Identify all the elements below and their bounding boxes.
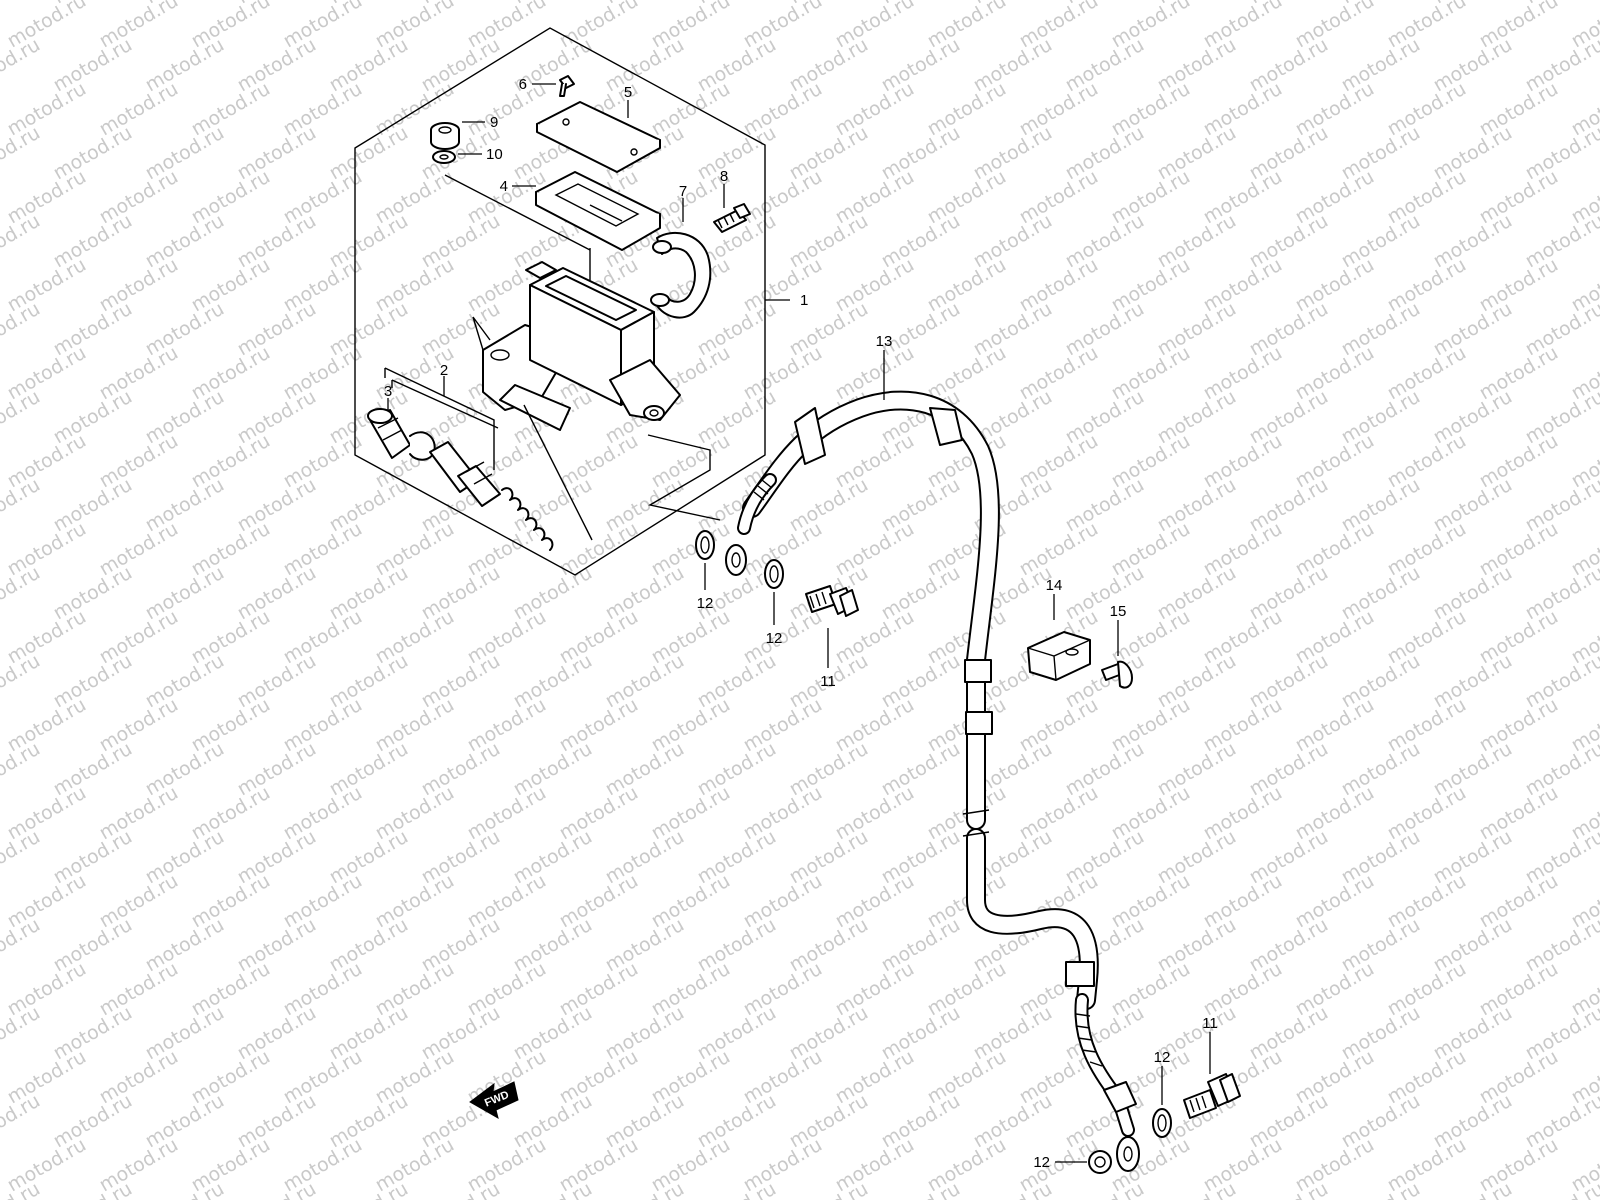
watermark-text: motod.ru	[878, 1178, 964, 1200]
callout-14: 14	[1046, 577, 1063, 594]
callout-10: 10	[486, 146, 503, 163]
watermark-text: motod.ru	[0, 738, 44, 801]
boot-part-3	[367, 408, 411, 459]
watermark-text: motod.ru	[0, 1002, 44, 1065]
callout-4: 4	[500, 178, 508, 195]
watermark-text: motod.ru	[326, 1178, 412, 1200]
watermark-text: motod.ru	[0, 650, 44, 713]
callout-15: 15	[1110, 603, 1127, 620]
watermark-text: motod.ru	[0, 562, 44, 625]
washer-part-12-c	[1152, 1108, 1172, 1138]
watermark-text: motod.ru	[0, 826, 44, 889]
watermark-text: motod.ru	[786, 1178, 872, 1200]
callout-13: 13	[876, 333, 893, 350]
callout-8: 8	[720, 168, 728, 185]
master-cylinder-body	[482, 261, 681, 431]
callout-5: 5	[624, 84, 632, 101]
rubber-part-9	[430, 122, 460, 150]
callout-11-a: 11	[820, 673, 836, 690]
forward-arrow-icon: FWD	[469, 1081, 519, 1120]
watermark-text: motod.ru	[234, 1178, 320, 1200]
callout-3: 3	[384, 383, 392, 400]
piston-part-2	[429, 441, 501, 507]
watermark-text: motod.ru	[418, 1178, 504, 1200]
washer-part-10	[432, 150, 456, 164]
screw-part-15	[1101, 660, 1133, 689]
watermark-text: motod.ru	[0, 1090, 44, 1153]
watermark-text: motod.ru	[0, 0, 44, 8]
diaphragm-part-4	[535, 171, 661, 251]
watermark-text: motod.ru	[1338, 1178, 1424, 1200]
spring	[501, 487, 554, 551]
watermark-text: motod.ru	[694, 1178, 780, 1200]
callout-2: 2	[440, 362, 448, 379]
clamp-part-14	[1027, 631, 1091, 681]
watermark-text: motod.ru	[1430, 1178, 1516, 1200]
callout-12-d: 12	[1033, 1154, 1050, 1171]
watermark-text: motod.ru	[142, 1178, 228, 1200]
watermark-text: motod.ru	[0, 914, 44, 977]
callout-12-a: 12	[697, 595, 714, 612]
union-bolt-part-11-b	[1183, 1073, 1241, 1119]
holder-part-7	[650, 231, 712, 319]
washer-part-12-d	[1088, 1150, 1112, 1174]
callout-11-b: 11	[1202, 1015, 1218, 1032]
watermark-text: motod.ru	[0, 34, 44, 97]
watermark-text: motod.ru	[1154, 1178, 1240, 1200]
union-bolt-part-11-a	[805, 585, 859, 617]
watermark-text: motod.ru	[510, 1178, 596, 1200]
bolt-part-8	[713, 203, 751, 233]
watermark-text: motod.ru	[1062, 1178, 1148, 1200]
screw-part-6	[559, 75, 575, 97]
piston-assembly	[384, 367, 495, 470]
assembly-line-10	[444, 174, 591, 251]
callout-7: 7	[679, 183, 687, 200]
washer-part-12-a	[695, 530, 715, 560]
watermark-text: motod.ru	[970, 1178, 1056, 1200]
watermark-text: motod.ru	[0, 122, 44, 185]
guide-lines	[391, 316, 721, 541]
callout-12-c: 12	[1154, 1049, 1171, 1066]
brake-hose-part-13	[725, 390, 1140, 1172]
callout-9: 9	[490, 114, 498, 131]
callout-6: 6	[519, 76, 527, 93]
watermark-text: motod.ru	[0, 298, 44, 361]
watermark-text: motod.ru	[0, 474, 44, 537]
watermark-text: motod.ru	[602, 1178, 688, 1200]
watermark-text: motod.ru	[50, 1178, 136, 1200]
reservoir-cap-part-5	[536, 101, 661, 173]
washer-part-12-b	[764, 559, 784, 589]
callout-12-b: 12	[766, 630, 783, 647]
callout-1: 1	[800, 292, 808, 309]
circlip	[409, 431, 436, 461]
watermark-text: motod.ru	[1246, 1178, 1332, 1200]
watermark-text: motod.ru	[0, 210, 44, 273]
group-frame	[354, 27, 766, 576]
watermark-text: motod.ru	[0, 386, 44, 449]
